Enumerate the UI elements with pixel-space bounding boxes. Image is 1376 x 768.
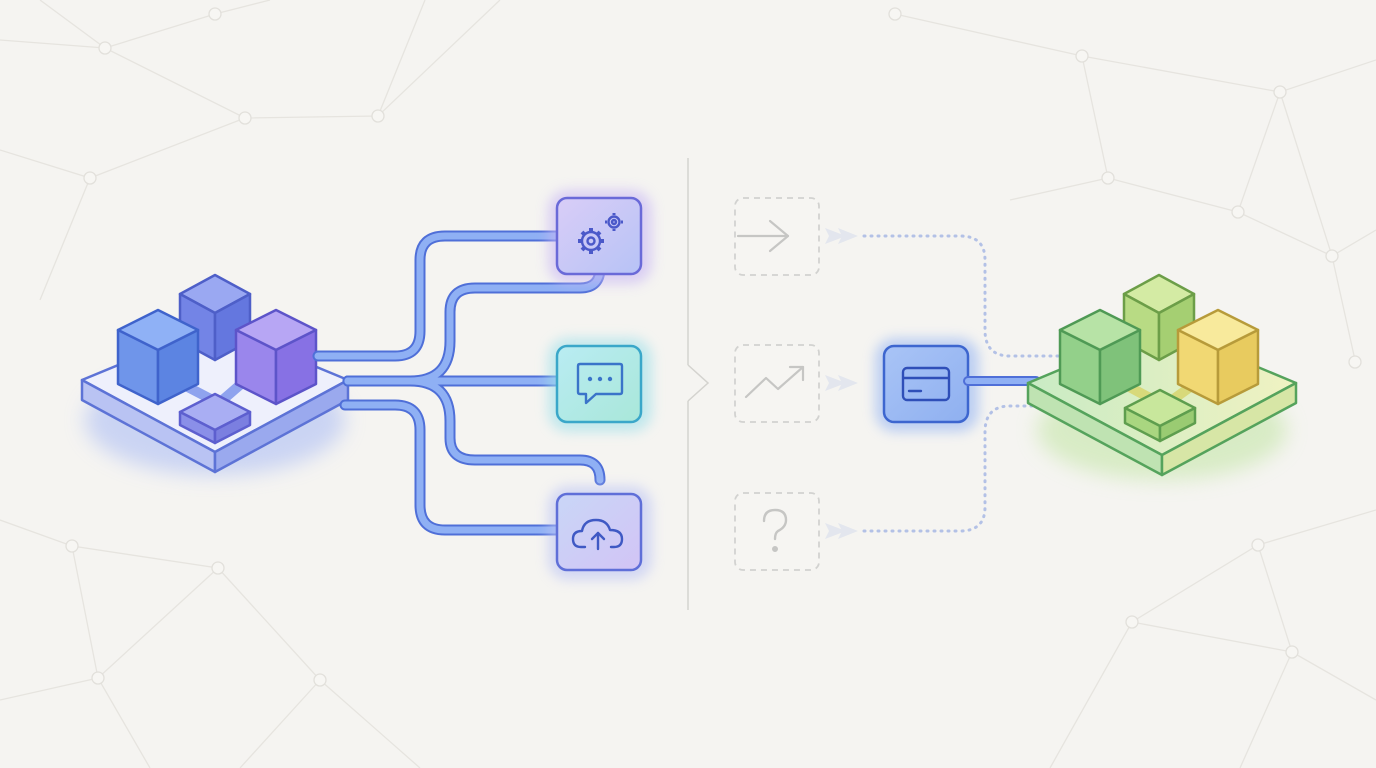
left-connectors bbox=[312, 230, 606, 536]
ghost-tile-question[interactable] bbox=[734, 492, 820, 571]
green-cube-cluster-icon bbox=[1026, 273, 1298, 480]
divider bbox=[687, 158, 710, 610]
faded-arrowheads bbox=[825, 228, 858, 539]
mesh-nodes bbox=[65, 7, 1362, 687]
question-mark-icon bbox=[762, 508, 788, 553]
service-tile-chat[interactable] bbox=[548, 338, 652, 432]
blue-cube-cluster-icon bbox=[80, 273, 350, 475]
arrow-right-icon bbox=[736, 219, 790, 253]
chat-bubble-icon bbox=[576, 362, 624, 405]
chevron-right-icon bbox=[687, 364, 710, 402]
trend-up-icon bbox=[744, 365, 805, 399]
payment-tile[interactable] bbox=[875, 338, 979, 432]
service-tile-gears[interactable] bbox=[548, 190, 652, 284]
gears-icon bbox=[578, 213, 623, 254]
ghost-tile-trend[interactable] bbox=[734, 344, 820, 423]
credit-card-icon bbox=[901, 366, 951, 402]
ghost-tile-arrow[interactable] bbox=[734, 197, 820, 276]
dotted-connectors bbox=[862, 234, 1064, 533]
service-tile-cloud[interactable] bbox=[548, 486, 652, 580]
cloud-upload-icon bbox=[571, 518, 624, 551]
